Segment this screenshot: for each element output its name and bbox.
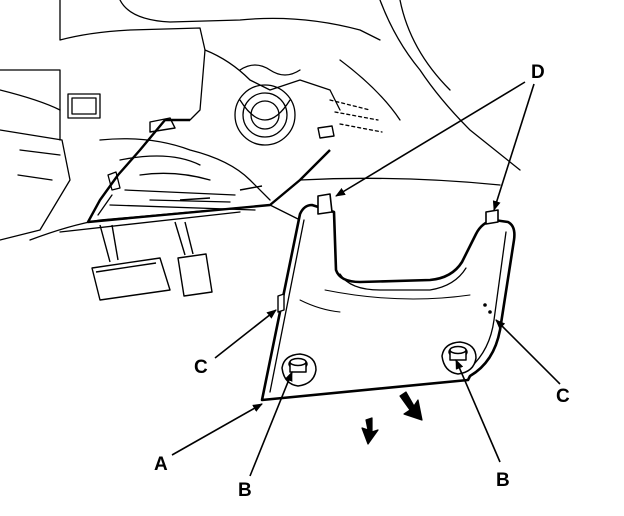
leader-lines [171, 81, 561, 477]
clip-c-right-dot-2 [488, 310, 492, 314]
callout-d: D [531, 62, 545, 83]
callout-b-right: B [496, 470, 510, 491]
callout-b-left: B [238, 480, 252, 501]
leader-d-left [335, 81, 526, 197]
leader-a [171, 403, 263, 456]
pedal-assembly [91, 221, 213, 301]
leader-c-left [214, 309, 277, 359]
callout-labels: D C C A B B [154, 62, 570, 501]
removal-direction-arrows [361, 391, 423, 445]
bolt-boss-left [281, 353, 317, 387]
leader-b-right [455, 359, 501, 463]
arrow-down-icon [361, 417, 379, 445]
callout-c-right: C [556, 386, 570, 407]
bolt-boss-right [441, 341, 477, 375]
tab-d-right [485, 209, 499, 225]
panel-outline-installed [86, 117, 335, 224]
clip-c-right-dot-1 [483, 303, 487, 307]
knee-bolster-panel [260, 193, 516, 402]
leader-b-left [249, 371, 293, 477]
callout-a: A [154, 454, 168, 475]
clip-c-left [277, 293, 285, 313]
arrow-down-right-icon [399, 391, 423, 421]
callout-c-left: C [194, 357, 208, 378]
leader-c-right [495, 319, 561, 385]
tab-d-left [317, 193, 333, 215]
leader-d-right [492, 83, 535, 211]
dashboard-background [0, 0, 521, 241]
